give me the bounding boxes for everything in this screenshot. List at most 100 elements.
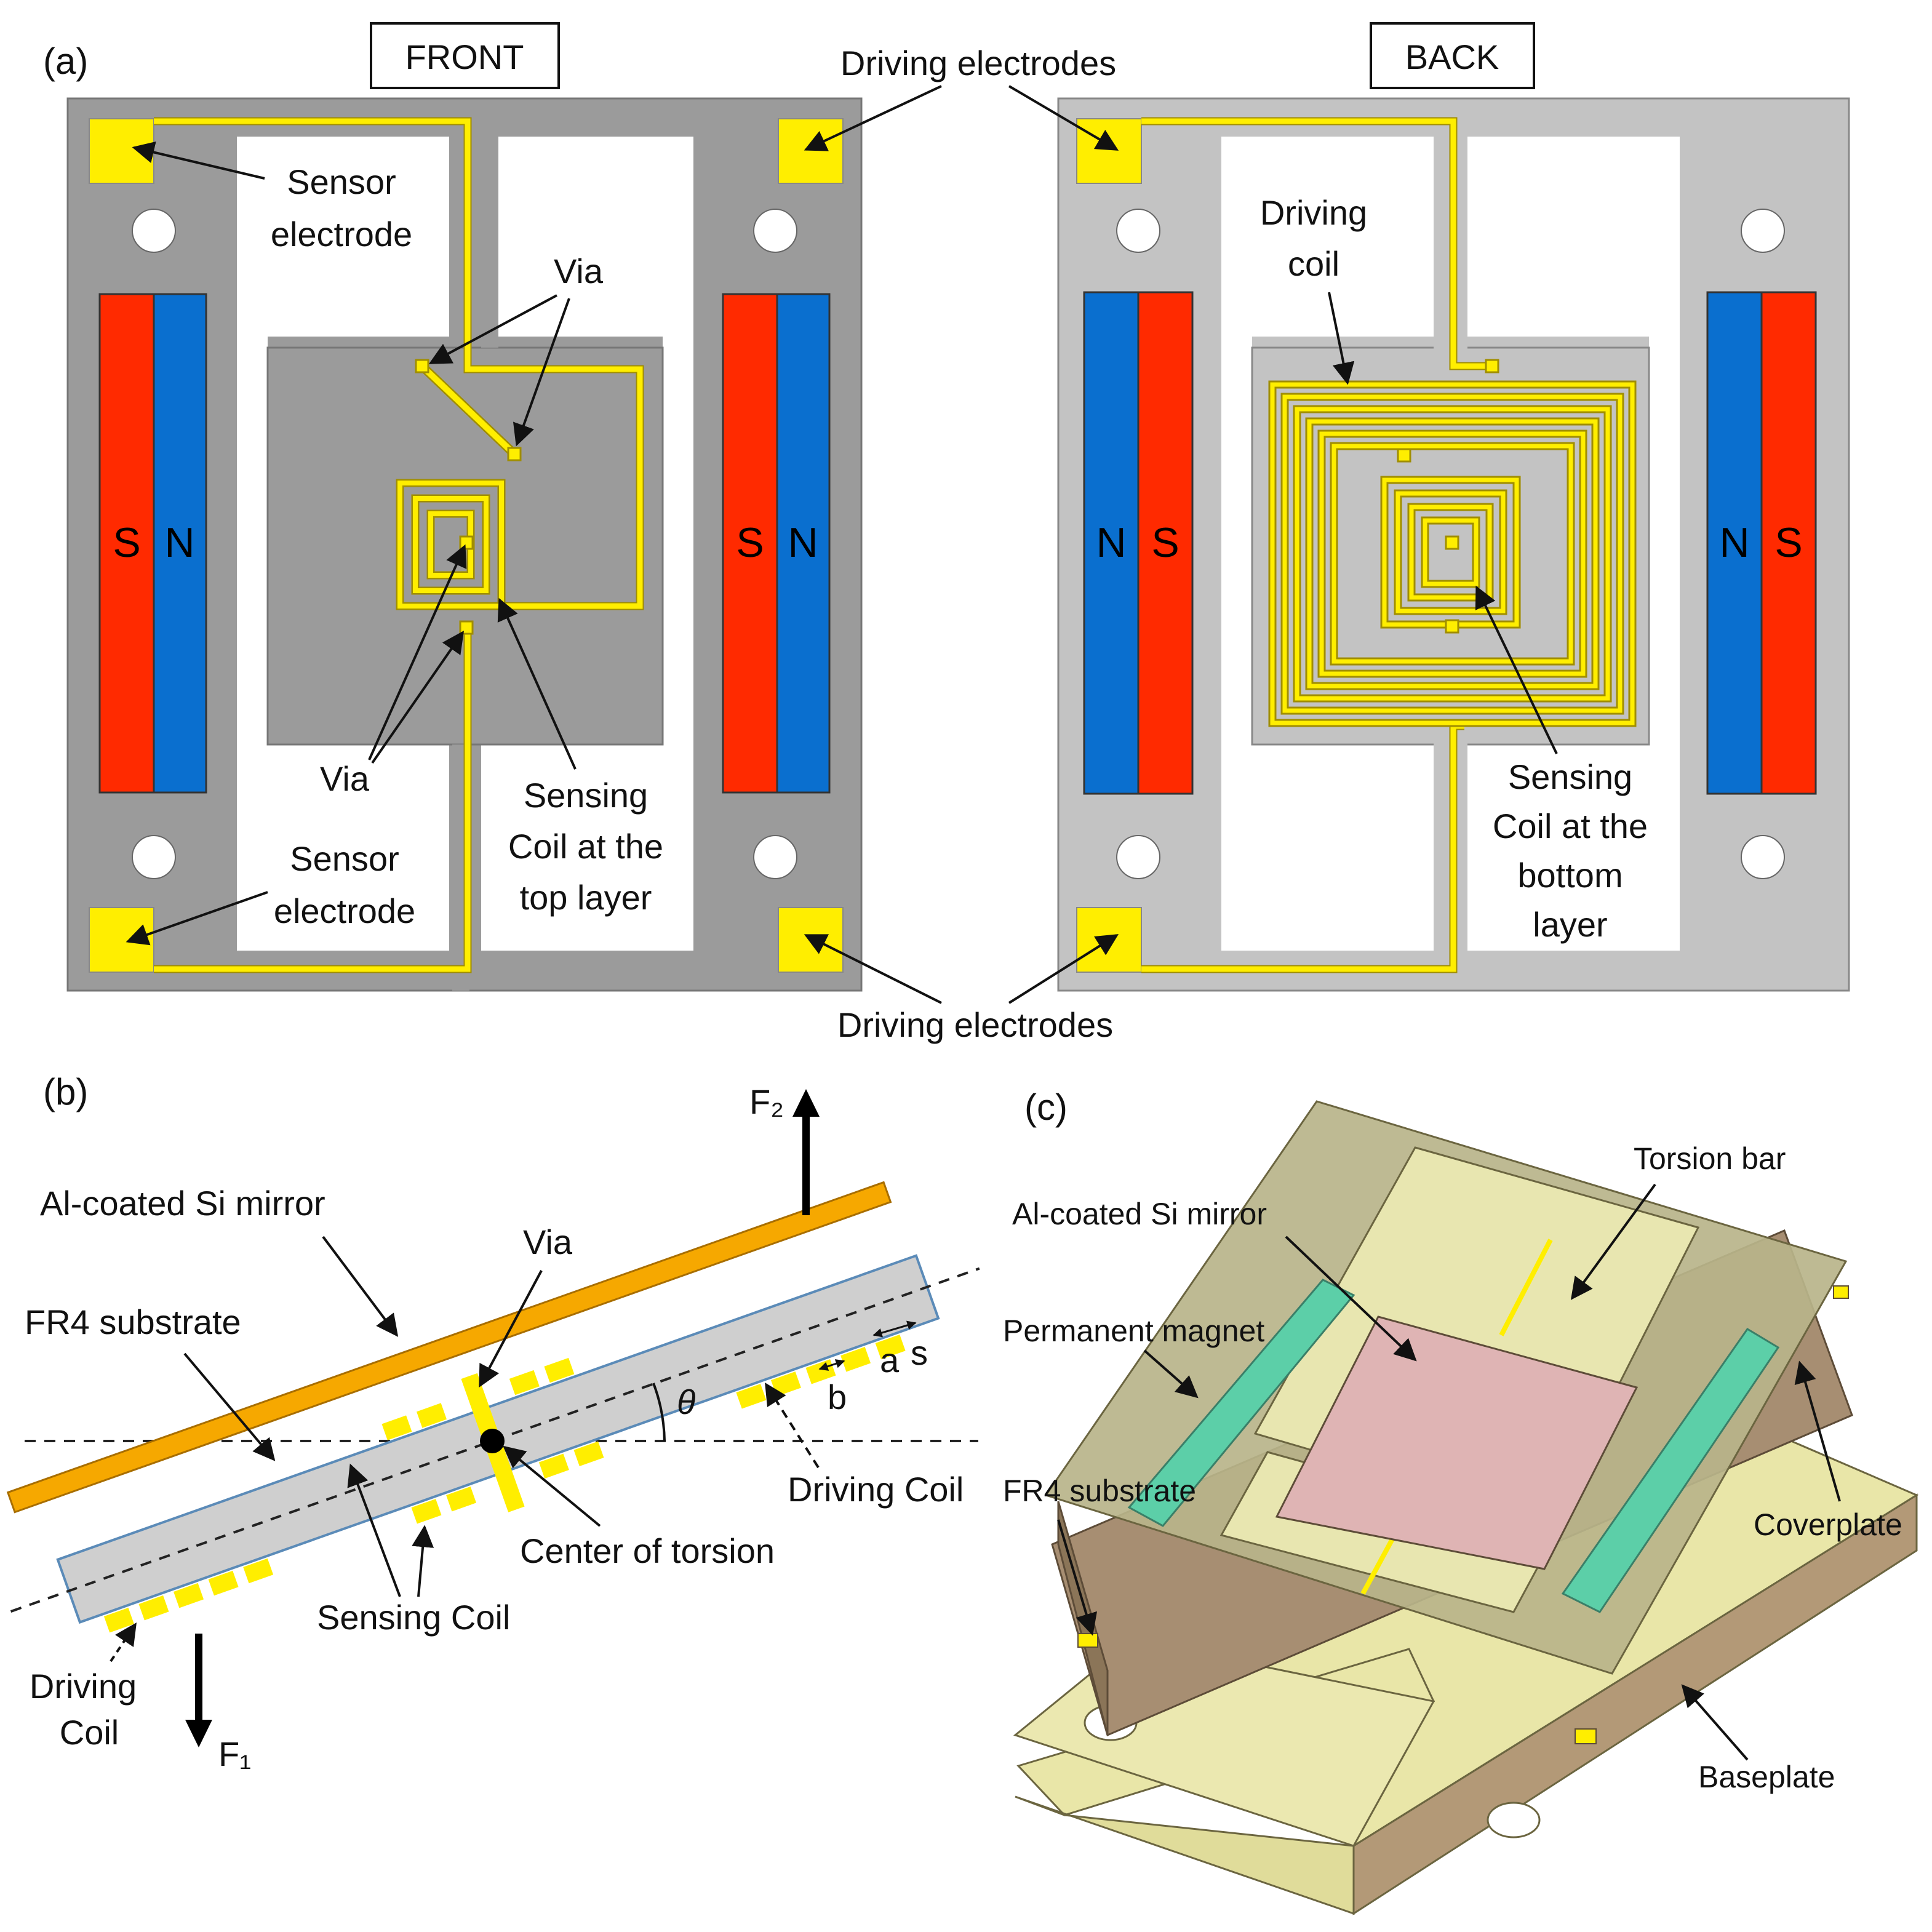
back-via-pad-2 bbox=[1397, 448, 1411, 463]
front-hole-tr bbox=[753, 209, 797, 253]
panel-b-label: (b) bbox=[43, 1071, 88, 1112]
permanent-magnet-left bbox=[1127, 1279, 1355, 1527]
back-driving-electrode-top bbox=[1076, 118, 1142, 184]
force-f2-arrowhead bbox=[792, 1089, 820, 1117]
front-sensor-electrode-bottom-line2: electrode bbox=[274, 892, 415, 930]
back-driving-coil bbox=[1270, 382, 1635, 725]
front-sensing-coil-line1: Sensing bbox=[524, 776, 648, 815]
front-title-box bbox=[370, 22, 560, 89]
arrow-c-al-mirror bbox=[1285, 1235, 1417, 1362]
front-driving-electrode-top bbox=[778, 118, 844, 184]
front-hole-br bbox=[753, 835, 797, 879]
arrow-driving-coil bbox=[1328, 292, 1355, 385]
back-sensing-coil bbox=[1382, 477, 1519, 627]
front-window-side-left bbox=[237, 337, 268, 744]
back-magnet-right-s-label: S bbox=[1774, 519, 1802, 566]
arrow-al-mirror bbox=[322, 1235, 399, 1337]
arrow-sensing-coil-bottom bbox=[1475, 585, 1558, 754]
dimension-b-label: b bbox=[828, 1378, 847, 1416]
baseplate-label: Baseplate bbox=[1698, 1760, 1835, 1794]
front-magnet-right-s bbox=[722, 293, 778, 794]
front-sensor-electrode-top-line2: electrode bbox=[271, 215, 412, 253]
driving-coil-right-label: Driving Coil bbox=[788, 1470, 964, 1509]
dimension-b-arrow bbox=[818, 1359, 845, 1371]
arrow-via bbox=[479, 1270, 543, 1388]
front-sensor-electrode-bottom bbox=[89, 907, 154, 973]
al-mirror-layer bbox=[6, 1181, 892, 1514]
arrow-driving-electrodes-bottom-front bbox=[804, 934, 942, 1004]
front-sensor-electrode-top-line1: Sensor bbox=[287, 162, 396, 201]
front-via-top-label: Via bbox=[554, 252, 604, 290]
front-via-pad-2 bbox=[507, 447, 522, 461]
top-coil-segments bbox=[381, 1357, 575, 1440]
back-via-pad-3 bbox=[1445, 535, 1459, 550]
arrow-via-top-1 bbox=[428, 294, 557, 364]
back-window-bottom-right bbox=[1467, 744, 1680, 951]
sensing-coil-label: Sensing Coil bbox=[317, 1598, 510, 1637]
front-window-top-left bbox=[237, 137, 449, 337]
back-magnet-left-s bbox=[1137, 291, 1194, 795]
arrow-driving-coil-right bbox=[765, 1382, 820, 1469]
panel-c: (c) Torsion bar Al-coated Si mir bbox=[1003, 1087, 1919, 1915]
via-label: Via bbox=[523, 1223, 573, 1261]
back-sensing-coil-line3: bottom bbox=[1517, 856, 1623, 895]
back-magnet-right-n bbox=[1706, 291, 1763, 795]
back-hole-br bbox=[1741, 835, 1785, 879]
al-mirror-label: Al-coated Si mirror bbox=[40, 1184, 325, 1223]
dimension-s-label: s bbox=[911, 1333, 928, 1372]
back-sensing-coil-line2: Coil at the bbox=[1493, 807, 1648, 845]
arrow-sensor-electrode-top bbox=[132, 141, 265, 180]
arrow-sensing-coil-1 bbox=[347, 1463, 401, 1597]
front-hole-bl bbox=[132, 835, 176, 879]
front-window-bottom-left bbox=[237, 744, 449, 951]
arrow-center-torsion bbox=[503, 1445, 601, 1527]
back-window-side-right bbox=[1649, 337, 1680, 744]
arrow-sensing-coil-2 bbox=[412, 1525, 434, 1597]
back-driving-coil-line2: coil bbox=[1288, 244, 1339, 283]
back-title-box bbox=[1370, 22, 1535, 89]
arrow-coverplate bbox=[1794, 1360, 1841, 1502]
arrow-baseplate bbox=[1681, 1684, 1749, 1761]
panel-b: (b) bbox=[6, 1071, 980, 1773]
electrode-corner-right bbox=[1833, 1285, 1849, 1299]
electrode-corner-left bbox=[1077, 1633, 1098, 1648]
front-torsion-bar-top bbox=[481, 129, 498, 348]
arrow-sensing-coil-top bbox=[497, 597, 577, 770]
front-magnet-left-n-label: N bbox=[164, 519, 194, 566]
arrow-driving-electrodes-bottom-back bbox=[1008, 934, 1119, 1004]
force-f1-label: F₁ bbox=[218, 1734, 251, 1773]
dimension-a-label: a bbox=[880, 1341, 900, 1379]
front-magnet-left-s-label: S bbox=[113, 519, 140, 566]
theta-label: θ bbox=[677, 1383, 695, 1421]
front-traces bbox=[154, 117, 644, 973]
center-torsion-label: Center of torsion bbox=[520, 1531, 775, 1570]
front-window-side-right bbox=[663, 337, 693, 744]
front-via-pad-3 bbox=[459, 535, 474, 550]
arrow-via-bottom-2 bbox=[371, 631, 465, 764]
back-magnet-right-s bbox=[1760, 291, 1817, 795]
front-window-top-right bbox=[481, 137, 693, 337]
coverplate-label: Coverplate bbox=[1754, 1507, 1902, 1542]
arrow-via-bottom-1 bbox=[368, 544, 467, 760]
c-fr4-label: FR4 substrate bbox=[1003, 1474, 1196, 1508]
arrow-torsion-bar bbox=[1570, 1183, 1656, 1300]
permanent-magnet-right bbox=[1561, 1327, 1780, 1613]
front-via-bottom-label: Via bbox=[320, 759, 370, 798]
panel-a-label: (a) bbox=[43, 41, 88, 82]
panel-a: (a) S N S N bbox=[43, 22, 1850, 1044]
arrow-permanent-magnet bbox=[1143, 1349, 1199, 1399]
back-magnet-left-s-label: S bbox=[1151, 519, 1179, 566]
arrow-driving-coil-left bbox=[110, 1623, 137, 1663]
al-mirror-plate bbox=[1275, 1315, 1639, 1570]
back-hole-tl bbox=[1116, 209, 1160, 253]
back-window-top-left bbox=[1221, 137, 1434, 337]
back-window-side-left bbox=[1221, 337, 1252, 744]
dimension-a-arrow bbox=[872, 1320, 917, 1338]
permanent-magnet-label: Permanent magnet bbox=[1003, 1314, 1264, 1348]
front-magnet-right-s-label: S bbox=[736, 519, 764, 566]
arrow-driving-electrodes-top-back bbox=[1008, 85, 1119, 151]
fr4-label: FR4 substrate bbox=[25, 1303, 241, 1341]
bottom-coil-segments bbox=[103, 1335, 906, 1633]
back-magnet-left-n-label: N bbox=[1096, 519, 1126, 566]
